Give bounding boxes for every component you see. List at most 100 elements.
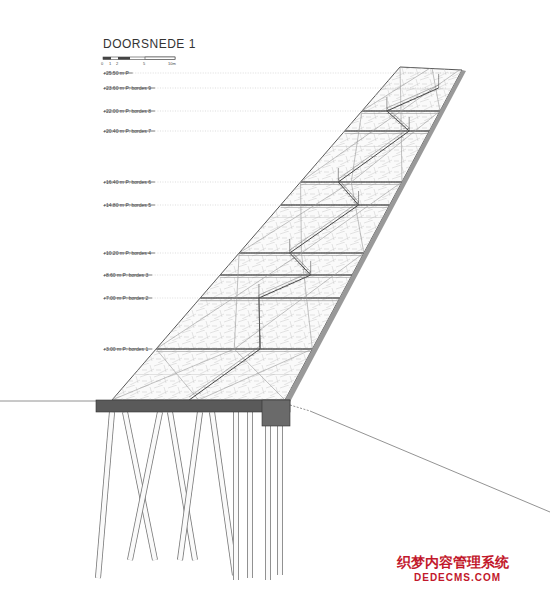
stair-railing bbox=[289, 239, 290, 253]
stair-tread bbox=[301, 277, 307, 278]
foundation-pile bbox=[247, 412, 253, 578]
stair-flight bbox=[290, 250, 311, 272]
stair-railing bbox=[258, 284, 259, 298]
stair-tread bbox=[362, 162, 368, 163]
floor-platform bbox=[345, 133, 430, 134]
stair-tread bbox=[403, 128, 409, 129]
stair-tread bbox=[338, 184, 344, 185]
foundation-pile bbox=[278, 426, 282, 575]
stair-tread bbox=[371, 156, 377, 157]
foundation-pile bbox=[212, 412, 235, 575]
stair-tread bbox=[262, 295, 268, 296]
stair-tread bbox=[313, 235, 319, 236]
stair-tread bbox=[387, 113, 393, 114]
stair-tread bbox=[282, 286, 288, 287]
stair-tread bbox=[401, 126, 407, 127]
stair-tread bbox=[304, 241, 310, 242]
stair-tread bbox=[398, 123, 404, 124]
stair-flight bbox=[189, 346, 260, 397]
stair-tread bbox=[321, 229, 327, 230]
level-label: +22.00 m P: bordes 8 bbox=[103, 109, 151, 114]
stair-tread bbox=[392, 118, 398, 119]
stair-tread bbox=[213, 380, 219, 381]
stair-tread bbox=[348, 196, 354, 197]
foundation-pile bbox=[125, 412, 155, 560]
stair-tread bbox=[300, 266, 306, 267]
scale-number: 0 bbox=[101, 62, 103, 66]
truss-member bbox=[331, 146, 421, 147]
stair-tread bbox=[353, 169, 359, 170]
drawing-title: DOORSNEDE 1 bbox=[103, 38, 196, 50]
ground-line bbox=[0, 401, 96, 402]
scale-bar bbox=[103, 57, 175, 60]
truss-member bbox=[270, 217, 383, 218]
tower-structure bbox=[112, 67, 464, 400]
foundation-pile bbox=[130, 412, 160, 560]
stair-tread bbox=[275, 289, 281, 290]
level-leaders bbox=[104, 73, 454, 349]
foundation-pile bbox=[266, 426, 270, 580]
stair-railing bbox=[338, 168, 339, 182]
stair-tread bbox=[340, 187, 346, 188]
watermark: DEDECMS.COM bbox=[414, 573, 501, 583]
level-leader bbox=[155, 182, 396, 183]
stair-tread bbox=[330, 223, 336, 224]
stair-tread bbox=[295, 280, 301, 281]
level-label: +25.50 m P bbox=[103, 71, 129, 76]
floor-platform bbox=[156, 351, 312, 352]
level-label: +3.00 m P: bordes 1 bbox=[103, 347, 148, 352]
stair-flight bbox=[189, 349, 260, 400]
stair-tread bbox=[239, 361, 245, 362]
stair-tread bbox=[390, 108, 396, 109]
foundation-pile bbox=[277, 426, 283, 575]
stair-tread bbox=[256, 317, 262, 318]
stair-tread bbox=[256, 323, 262, 324]
stair-tread bbox=[380, 150, 386, 151]
ground-line bbox=[290, 405, 310, 411]
level-label: +14.80 m P: bordes 5 bbox=[103, 203, 151, 208]
stair-tread bbox=[389, 116, 395, 117]
level-label: +20.40 m P: bordes 7 bbox=[103, 129, 151, 134]
stair-tread bbox=[288, 283, 294, 284]
level-label: +7.00 m P: bordes 2 bbox=[103, 296, 148, 301]
stair-tread bbox=[429, 90, 435, 91]
stair-flight bbox=[290, 202, 359, 250]
stair-tread bbox=[423, 93, 429, 94]
stair-tread bbox=[353, 202, 359, 203]
stair-tread bbox=[230, 368, 236, 369]
stair-flight bbox=[259, 272, 311, 295]
level-leader bbox=[155, 131, 423, 132]
tower-outline bbox=[112, 67, 462, 400]
level-label: +16.40 m P: bordes 6 bbox=[103, 180, 151, 185]
truss-member bbox=[381, 89, 452, 90]
foundation-pile bbox=[265, 426, 271, 580]
stair-tread bbox=[195, 393, 201, 394]
stair-tread bbox=[397, 105, 403, 106]
level-leader bbox=[155, 88, 446, 89]
stair-railing bbox=[409, 117, 410, 131]
stair-tread bbox=[344, 175, 350, 176]
stair-tread bbox=[222, 374, 228, 375]
stair-railing bbox=[438, 74, 439, 88]
level-label: +8.60 m P: bordes 3 bbox=[103, 273, 148, 278]
foundation-pile bbox=[234, 412, 238, 580]
level-label: +23.60 m P: bordes 9 bbox=[103, 86, 151, 91]
stair-flight bbox=[387, 85, 439, 108]
floor-platform bbox=[220, 277, 352, 278]
stair-tread bbox=[289, 255, 295, 256]
tower-texture bbox=[112, 67, 462, 400]
stair-tread bbox=[345, 193, 351, 194]
stair-tread bbox=[292, 258, 298, 259]
stair-tread bbox=[397, 137, 403, 138]
stair-tread bbox=[388, 143, 394, 144]
level-leader bbox=[155, 111, 434, 112]
stair-tread bbox=[305, 272, 311, 273]
stair-tread bbox=[351, 199, 357, 200]
level-leader bbox=[152, 275, 346, 276]
foundation-pile bbox=[212, 412, 235, 575]
stair-flight bbox=[290, 205, 359, 253]
stair-flight bbox=[387, 88, 439, 111]
foundation-beam bbox=[262, 400, 290, 426]
